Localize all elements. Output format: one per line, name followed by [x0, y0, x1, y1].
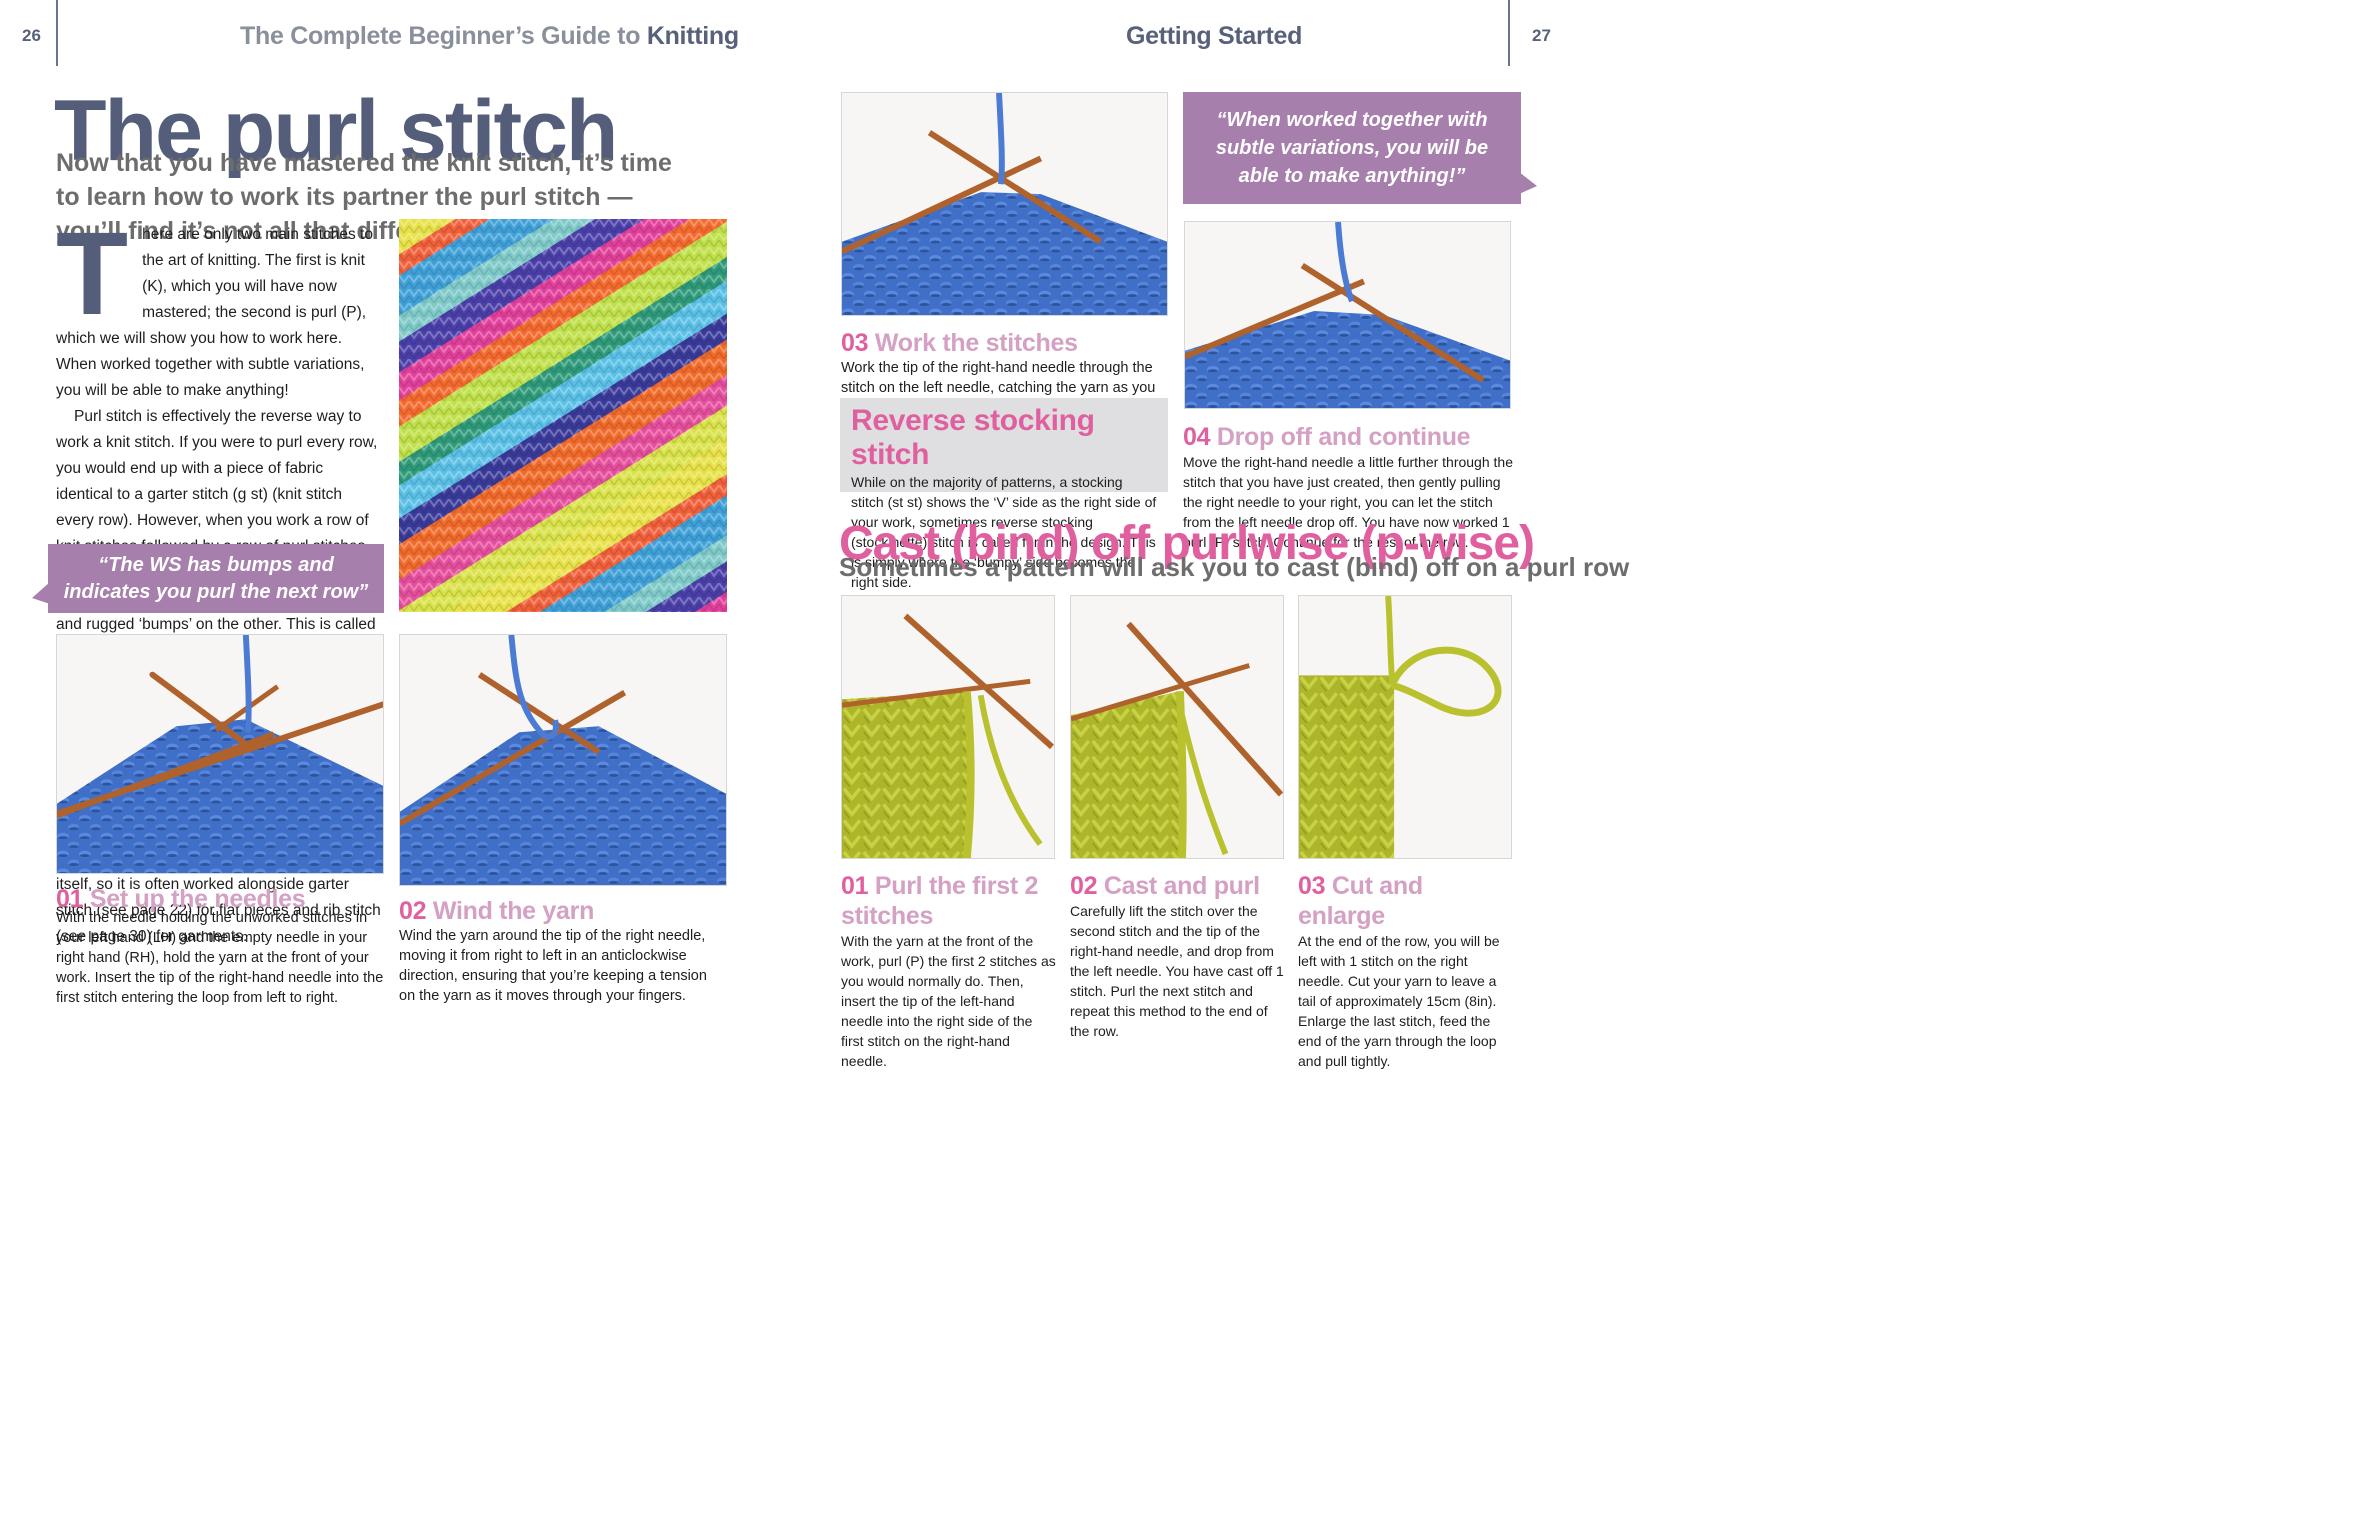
castoff-step-02-text: Carefully lift the stitch over the secon… — [1070, 903, 1284, 1039]
step-03-photo — [841, 92, 1168, 316]
castoff-step-01-number: 01 — [841, 872, 869, 900]
step-02: 02 Wind the yarn Wind the yarn around th… — [399, 896, 727, 1006]
step-02-photo — [399, 634, 727, 886]
step-02-title: 02 Wind the yarn — [399, 896, 727, 926]
step-01-title: 01 Set up the needles — [56, 884, 384, 914]
step-01-number: 01 — [56, 885, 84, 913]
standfirst: Now that you have mastered the knit stit… — [56, 149, 672, 245]
running-head-section: Knitting — [646, 22, 739, 50]
step-02-text: Wind the yarn around the tip of the righ… — [399, 928, 707, 1004]
castoff-step-02-title-text: Cast and purl — [1103, 872, 1260, 900]
castoff-02-photo — [1070, 595, 1284, 859]
striped-swatch-photo — [399, 219, 727, 612]
left-page-number: 26 — [22, 26, 41, 45]
page-title: The purl stitch — [54, 83, 618, 179]
step-04-title: 04 Drop off and continue — [1183, 422, 1523, 452]
castoff-step-01-title-text: Purl the first 2 stitches — [841, 872, 1039, 930]
left-rule — [56, 0, 58, 66]
step-01-title-text: Set up the needles — [89, 885, 306, 913]
step-04-text: Move the right-hand needle a little furt… — [1183, 454, 1513, 550]
castoff-step-02: 02 Cast and purl Carefully lift the stit… — [1070, 871, 1286, 1041]
step-04: 04 Drop off and continue Move the right-… — [1183, 422, 1523, 552]
left-running-head: The Complete Beginner’s Guide to Knittin… — [240, 22, 739, 51]
paragraph-1: here are only two main stitches to the a… — [56, 226, 373, 399]
castoff-step-03: 03 Cut and enlarge At the end of the row… — [1298, 871, 1516, 1071]
castoff-step-01-title: 01 Purl the first 2 stitches — [841, 871, 1057, 931]
step-03-title: 03 Work the stitches — [841, 328, 1168, 358]
castoff-step-03-title-text: Cut and enlarge — [1298, 872, 1423, 930]
castoff-01-photo — [841, 595, 1055, 859]
step-01-photo — [56, 634, 384, 874]
right-pull-quote-text: “When worked together with subtle variat… — [1183, 92, 1521, 204]
left-pull-quote: “The WS has bumps and indicates you purl… — [32, 544, 384, 613]
right-page-number: 27 — [1532, 26, 1551, 45]
section-title: Cast (bind) off purlwise (p-wise) — [839, 517, 1535, 570]
castoff-step-02-title: 02 Cast and purl — [1070, 871, 1286, 901]
left-pull-quote-text: “The WS has bumps and indicates you purl… — [48, 544, 384, 613]
step-03-title-text: Work the stitches — [874, 329, 1078, 357]
step-03: 03 Work the stitches Work the tip of the… — [841, 328, 1168, 418]
castoff-step-03-text: At the end of the row, you will be left … — [1298, 933, 1500, 1069]
step-04-number: 04 — [1183, 423, 1211, 451]
step-02-title-text: Wind the yarn — [432, 897, 595, 925]
castoff-step-02-number: 02 — [1070, 872, 1098, 900]
step-03-number: 03 — [841, 329, 869, 357]
step-01-text: With the needle holding the unworked sti… — [56, 910, 384, 1006]
right-pull-quote: “When worked together with subtle variat… — [1183, 92, 1537, 204]
step-04-photo — [1184, 221, 1511, 409]
box-title: Reverse stocking stitch — [851, 404, 1095, 471]
box-text: While on the majority of patterns, a sto… — [851, 474, 1157, 590]
castoff-03-photo — [1298, 595, 1512, 859]
dropcap: T — [56, 208, 129, 340]
section-subtitle: Sometimes a pattern will ask you to cast… — [839, 552, 1630, 582]
running-head-prefix: The Complete Beginner’s Guide to — [240, 22, 641, 50]
step-02-number: 02 — [399, 897, 427, 925]
castoff-step-03-title: 03 Cut and enlarge — [1298, 871, 1516, 931]
reverse-stocking-box: Reverse stocking stitch While on the maj… — [840, 398, 1168, 590]
castoff-step-01-text: With the yarn at the front of the work, … — [841, 933, 1056, 1069]
castoff-step-01: 01 Purl the first 2 stitches With the ya… — [841, 871, 1057, 1071]
castoff-step-03-number: 03 — [1298, 872, 1326, 900]
step-01: 01 Set up the needles With the needle ho… — [56, 884, 384, 1008]
step-04-title-text: Drop off and continue — [1216, 423, 1471, 451]
right-rule — [1508, 0, 1510, 66]
right-running-head: Getting Started — [1126, 22, 1303, 50]
